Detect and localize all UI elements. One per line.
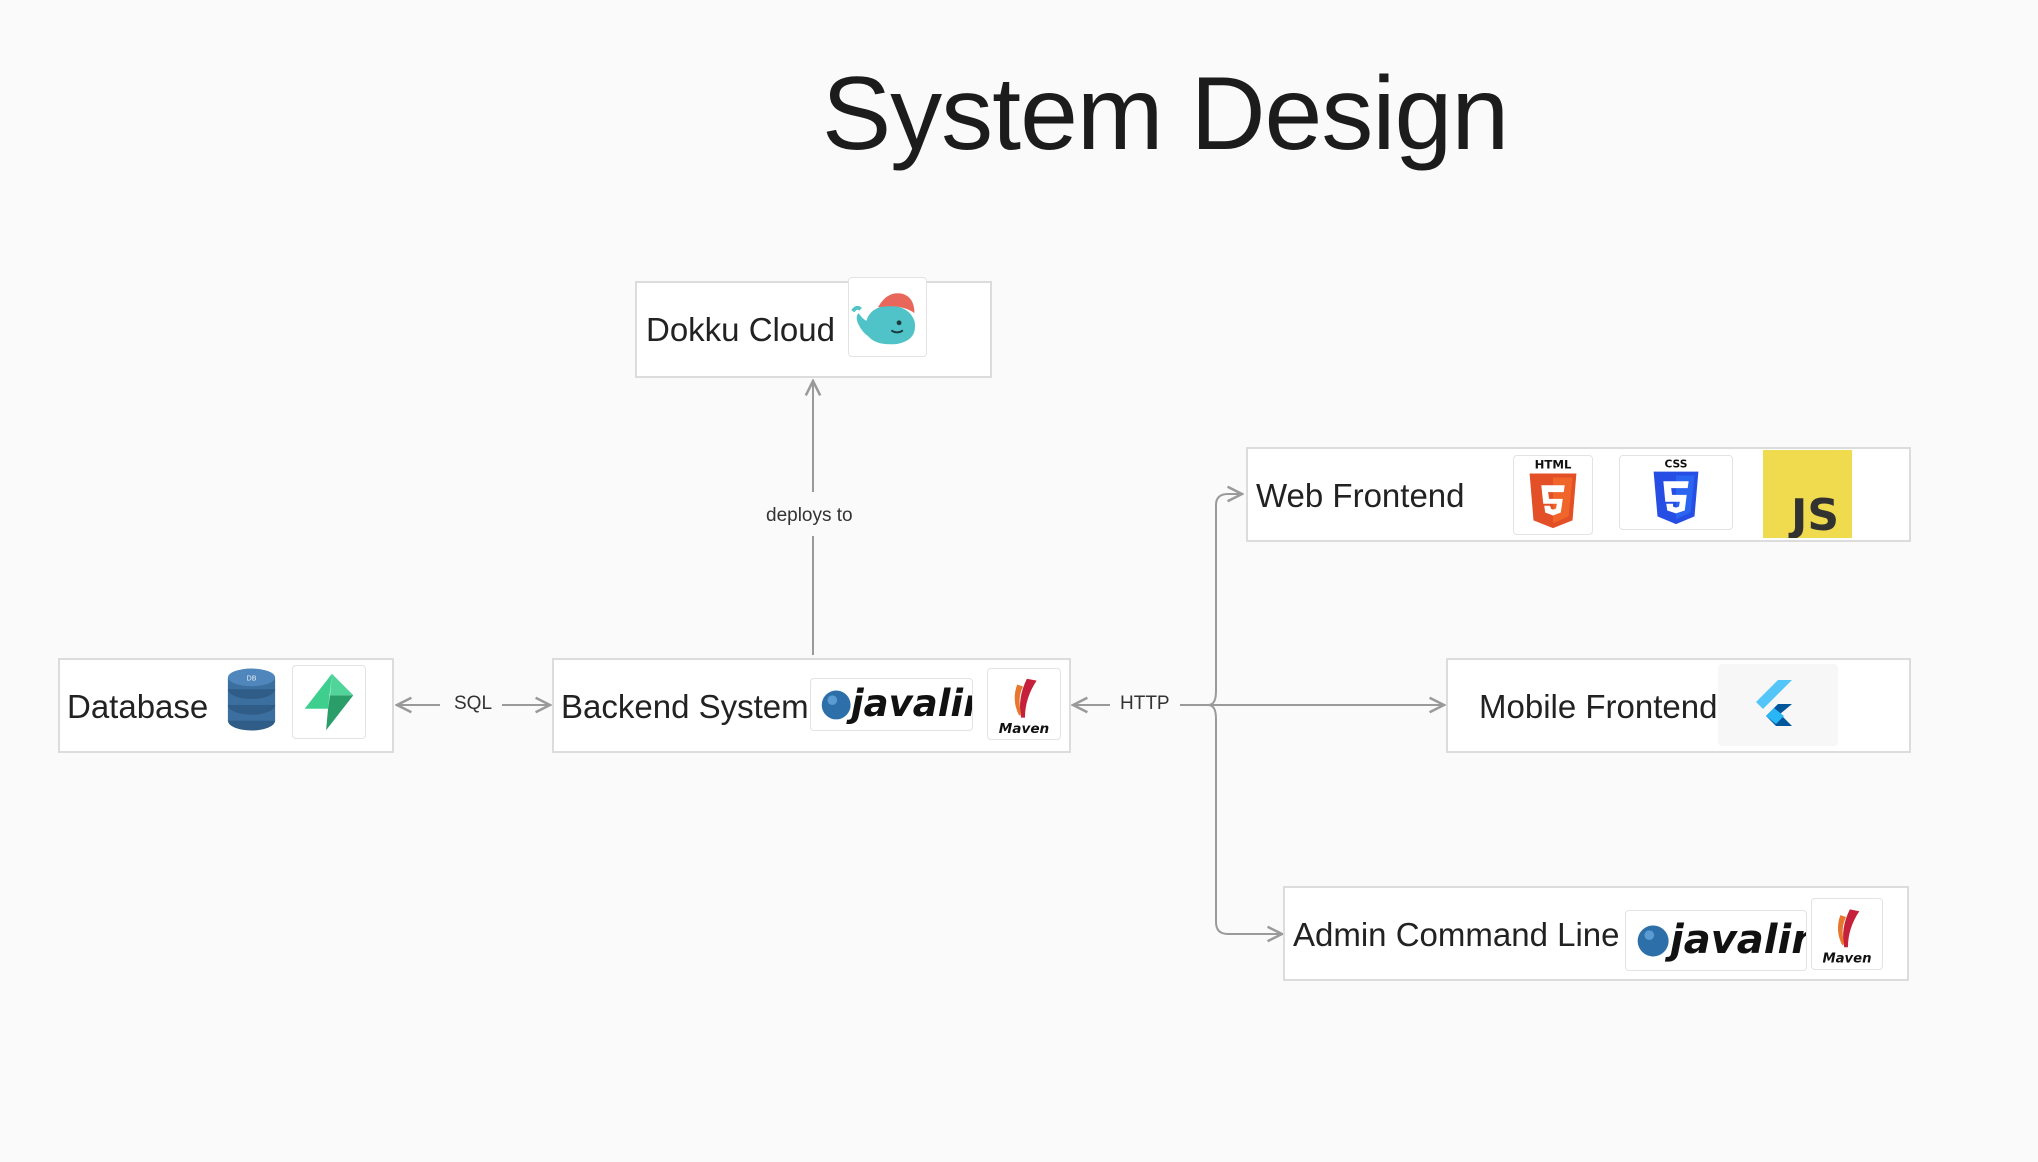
js-word: JS	[1788, 490, 1839, 538]
edge-http-admin	[1207, 704, 1282, 934]
node-label: Mobile Frontend	[1479, 688, 1718, 725]
css-word: CSS	[1665, 458, 1688, 471]
node-label: Admin Command Line	[1293, 916, 1620, 953]
html-word: HTML	[1535, 458, 1572, 472]
javalin-wordmark: javalin	[1670, 917, 1807, 963]
node-label: Database	[67, 688, 209, 725]
html5-shield-icon: HTML	[1513, 455, 1593, 535]
supabase-bolt-icon	[292, 665, 366, 739]
dokku-whale-icon	[848, 277, 927, 357]
flutter-icon	[1718, 664, 1838, 746]
edge-http-web	[1207, 494, 1242, 706]
edge-label-deploys: deploys to	[760, 505, 859, 527]
node-label: Web Frontend	[1256, 477, 1465, 514]
node-mobile-frontend[interactable]: Mobile Frontend	[1446, 658, 1911, 753]
maven-feather-icon: Maven	[987, 668, 1061, 740]
javalin-logo: javalin	[1625, 910, 1807, 971]
edge-label-http: HTTP	[1114, 693, 1176, 715]
node-label: Backend System	[561, 688, 809, 725]
db-icon-text: DB	[246, 674, 256, 682]
javalin-logo: javalin	[810, 678, 973, 731]
diagram-title: System Design	[821, 56, 1509, 172]
database-stack-icon: DB	[220, 665, 283, 737]
edge-label-sql: SQL	[448, 693, 499, 715]
maven-feather-icon: Maven	[1811, 898, 1883, 970]
node-label: Dokku Cloud	[646, 311, 835, 348]
maven-wordmark: Maven	[1822, 951, 1871, 966]
javalin-wordmark: javalin	[851, 682, 972, 725]
node-dokku-cloud[interactable]: Dokku Cloud	[635, 281, 992, 378]
maven-wordmark: Maven	[999, 721, 1050, 737]
css3-shield-icon: CSS	[1619, 455, 1733, 530]
javascript-icon: JS	[1763, 450, 1852, 538]
